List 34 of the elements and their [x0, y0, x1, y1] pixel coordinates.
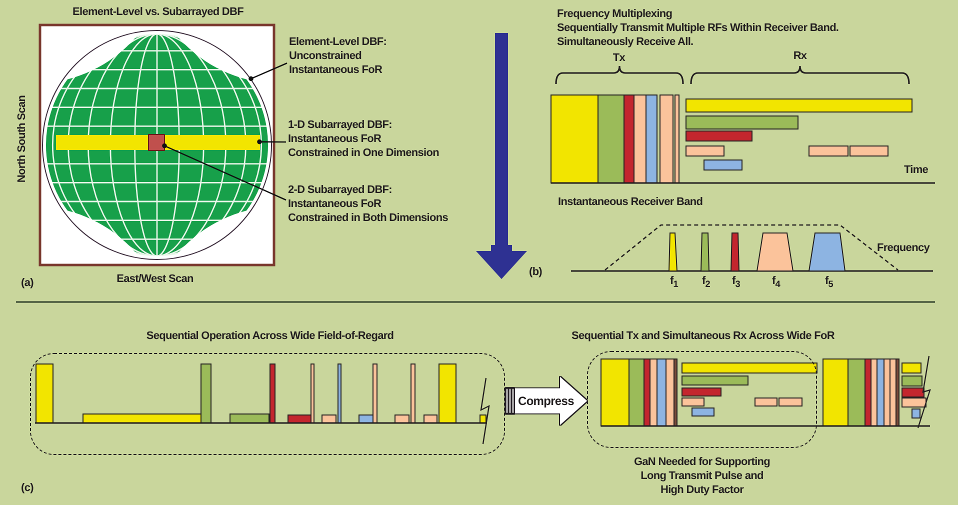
axis-label: Time — [904, 163, 928, 177]
panel-letter: (c) — [21, 481, 34, 495]
leader-line — [248, 62, 288, 82]
annotation-text: 2-D Subarrayed DBF: Instantaneous FoR Constrained in Both Dimensions — [288, 183, 448, 225]
group-title: Sequential Operation Across Wide Field-of-Regard — [146, 329, 394, 343]
group-outline — [587, 351, 817, 448]
block-arrow — [506, 376, 587, 425]
section-label: Instantaneous Receiver Band — [558, 195, 703, 209]
group-title: Sequential Tx and Simultaneous Rx Across Wide FoR — [572, 329, 834, 343]
bracket-label: Tx — [612, 51, 626, 65]
axis-label: Frequency — [877, 241, 930, 255]
axis-label: East/West Scan — [116, 272, 194, 286]
edge-label: Compress — [518, 394, 574, 408]
frequency-label: f$_{5}$ — [824, 274, 834, 292]
leader-line — [162, 143, 286, 201]
axis-label: North South Scan — [15, 95, 29, 183]
panel-title: Frequency Multiplexing — [557, 7, 672, 21]
frequency-label: f$_{4}$ — [772, 274, 780, 292]
note-text: GaN Needed for Supporting Long Transmit Pulse and High Duty Factor — [634, 455, 770, 497]
panel-letter: (b) — [529, 265, 542, 279]
leader-line — [257, 139, 286, 144]
subtitle-text: Sequentially Transmit Multiple RFs Within Receiver Band. — [557, 21, 839, 35]
annotation-text: 1-D Subarrayed DBF: Instantaneous FoR Constrained in One Dimension — [288, 118, 439, 160]
frequency-label: f$_{2}$ — [702, 274, 710, 292]
panel-title: Element-Level vs. Subarrayed DBF — [72, 5, 244, 19]
annotation-text: Element-Level DBF: Unconstrained Instantaneous FoR — [289, 35, 387, 77]
frequency-label: f$_{3}$ — [732, 274, 740, 292]
frequency-label: f$_{1}$ — [670, 274, 678, 292]
bracket-label: Rx — [793, 49, 807, 63]
panel-letter: (a) — [21, 276, 34, 290]
group-outline — [30, 353, 505, 455]
highlight-square — [148, 134, 164, 150]
subtitle-text: Simultaneously Receive All. — [557, 35, 694, 49]
highlight-band — [56, 134, 260, 150]
